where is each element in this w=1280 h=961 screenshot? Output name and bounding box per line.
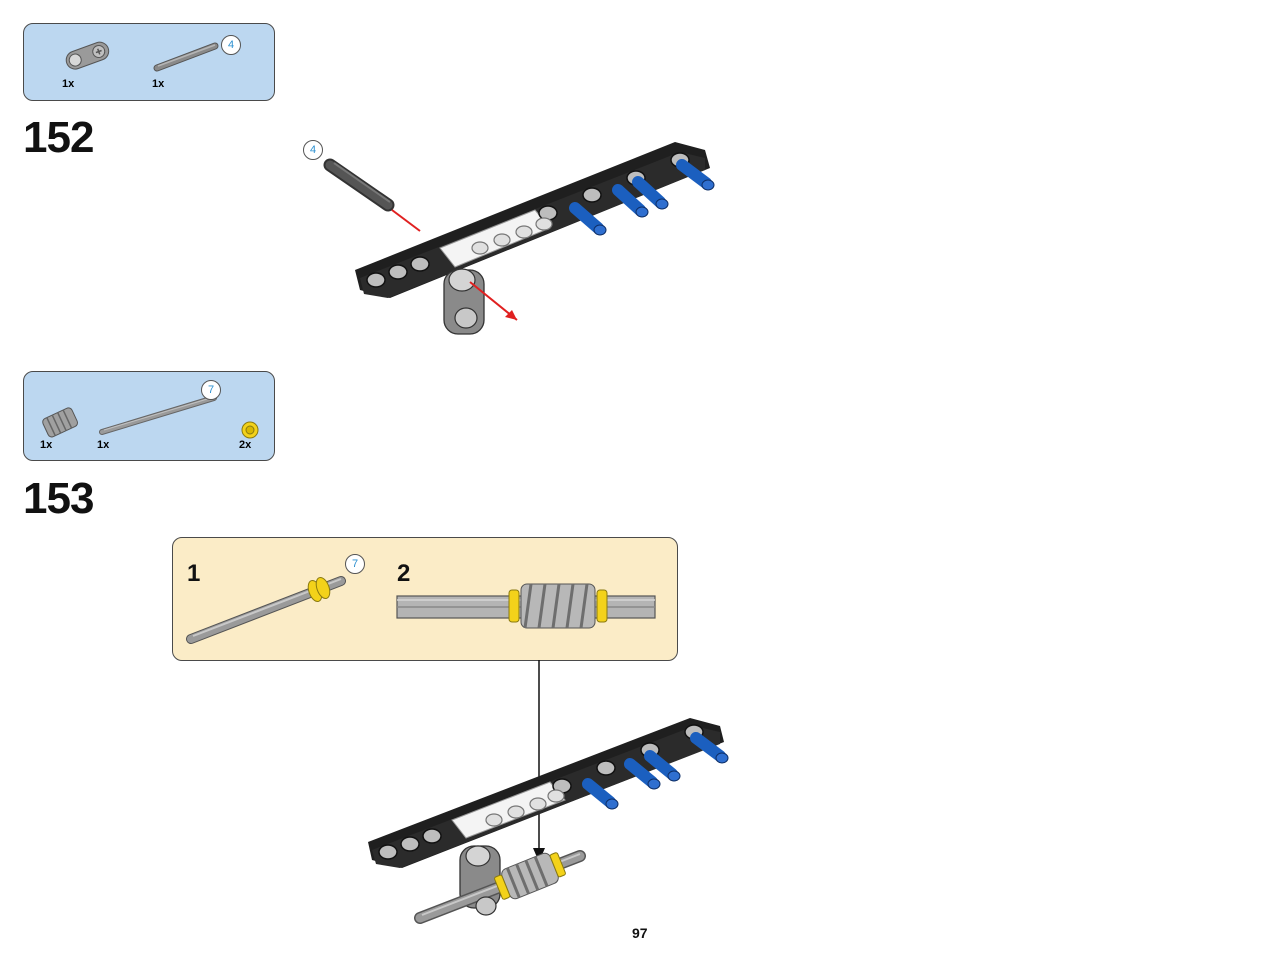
bush-part-icon bbox=[241, 421, 259, 439]
parts-list-152: 1x 1x 4 bbox=[23, 23, 275, 101]
sub-assembly-box: 1 7 2 bbox=[172, 537, 678, 661]
axle-part-icon bbox=[99, 395, 217, 435]
substep-number: 2 bbox=[397, 560, 411, 587]
step-number: 152 bbox=[23, 113, 94, 162]
part-qty: 1x bbox=[62, 78, 75, 90]
substep-2-illustration bbox=[396, 583, 656, 629]
axle-part-icon bbox=[153, 42, 219, 72]
page-number: 97 bbox=[632, 925, 648, 941]
pin-connector-part-icon bbox=[65, 41, 110, 70]
axle-length-badge: 4 bbox=[221, 35, 241, 55]
step-number: 153 bbox=[23, 474, 94, 523]
part-qty: 2x bbox=[239, 439, 252, 451]
step-153-assembly-illustration bbox=[368, 660, 729, 924]
worm-gear-part-icon bbox=[42, 407, 79, 438]
axle-length-badge: 7 bbox=[201, 380, 221, 400]
axle-length-badge: 7 bbox=[345, 554, 365, 574]
parts-list-153: 1x 1x 7 2x bbox=[23, 371, 275, 461]
step-152-assembly-illustration bbox=[323, 142, 715, 335]
part-qty: 1x bbox=[40, 439, 53, 451]
substep-1-illustration bbox=[186, 576, 346, 644]
part-qty: 1x bbox=[97, 439, 110, 451]
part-qty: 1x bbox=[152, 78, 165, 90]
axle-length-badge: 4 bbox=[303, 140, 323, 160]
substep-number: 1 bbox=[187, 560, 201, 587]
